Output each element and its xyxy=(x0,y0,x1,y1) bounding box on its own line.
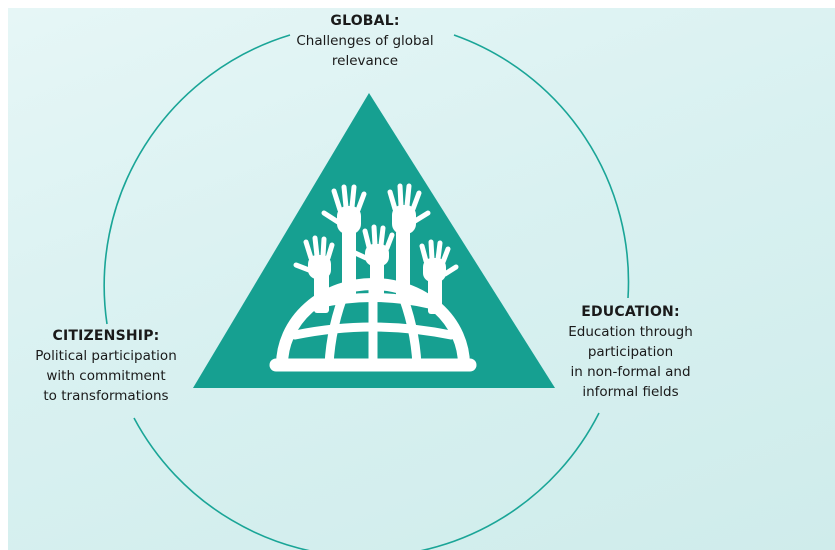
hand-right-tall xyxy=(387,183,431,298)
hand-middle xyxy=(350,224,395,298)
citizenship-label: CITIZENSHIP: Political participation wit… xyxy=(16,326,196,406)
hand-far-left xyxy=(293,235,335,313)
raised-hands-icon xyxy=(293,183,459,314)
circle-arc-top-right xyxy=(453,34,630,299)
circle-arc-bottom xyxy=(133,412,600,550)
circle-arc-top-left xyxy=(103,34,291,325)
diagram-graphic xyxy=(103,34,630,550)
hand-left-tall xyxy=(321,184,367,298)
hand-far-right xyxy=(419,239,459,314)
education-heading: EDUCATION: xyxy=(581,304,680,320)
education-description: Education through participation in non-f… xyxy=(568,324,693,400)
global-heading: GLOBAL: xyxy=(330,13,400,29)
global-label: GLOBAL: Challenges of global relevance xyxy=(260,11,470,71)
diagram-canvas: GLOBAL: Challenges of global relevance E… xyxy=(8,8,835,550)
citizenship-heading: CITIZENSHIP: xyxy=(52,328,160,344)
citizenship-description: Political participation with commitment … xyxy=(35,348,177,404)
education-label: EDUCATION: Education through participati… xyxy=(533,302,728,402)
global-description: Challenges of global relevance xyxy=(296,33,434,69)
